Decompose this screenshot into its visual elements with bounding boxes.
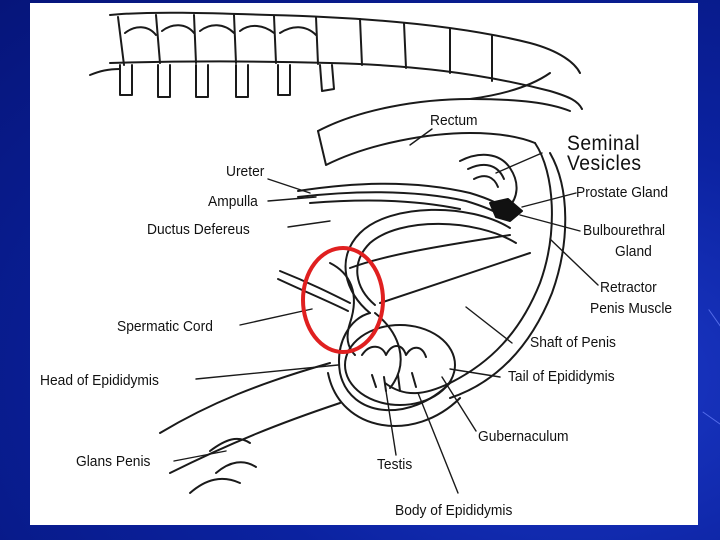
label-ampulla: Ampulla xyxy=(208,193,258,210)
accessory-glands xyxy=(297,153,523,222)
anatomy-drawing xyxy=(89,11,599,494)
label-prostate-gland: Prostate Gland xyxy=(576,184,669,201)
testis xyxy=(344,324,456,406)
label-bulbourethral-line1: Bulbourethral xyxy=(583,222,666,239)
label-bulbourethral-line2: Gland xyxy=(615,243,652,260)
label-shaft-of-penis: Shaft of Penis xyxy=(530,334,616,351)
highlight-circle xyxy=(301,246,385,354)
label-ureter: Ureter xyxy=(226,163,265,180)
label-glans-penis: Glans Penis xyxy=(76,453,151,470)
label-ductus-deferens: Ductus Defereus xyxy=(147,221,250,238)
label-head-of-epididymis: Head of Epididymis xyxy=(40,372,159,389)
label-testis: Testis xyxy=(377,456,413,473)
rectum xyxy=(317,72,571,166)
label-seminal-vesicles-line1: Seminal xyxy=(567,132,641,155)
label-retractor-line2: Penis Muscle xyxy=(590,300,673,317)
penis-body xyxy=(159,362,341,494)
label-rectum: Rectum xyxy=(430,112,478,129)
leader-lines xyxy=(173,128,599,494)
vertebral-column xyxy=(89,11,583,110)
label-spermatic-cord: Spermatic Cord xyxy=(117,318,213,335)
label-retractor-line1: Retractor xyxy=(600,279,657,296)
spermatic-cord xyxy=(277,262,356,356)
label-body-of-epididymis: Body of Epididymis xyxy=(395,502,513,519)
label-tail-of-epididymis: Tail of Epididymis xyxy=(508,368,615,385)
label-gubernaculum: Gubernaculum xyxy=(478,428,569,445)
label-seminal-vesicles-line2: Vesicles xyxy=(567,152,642,175)
